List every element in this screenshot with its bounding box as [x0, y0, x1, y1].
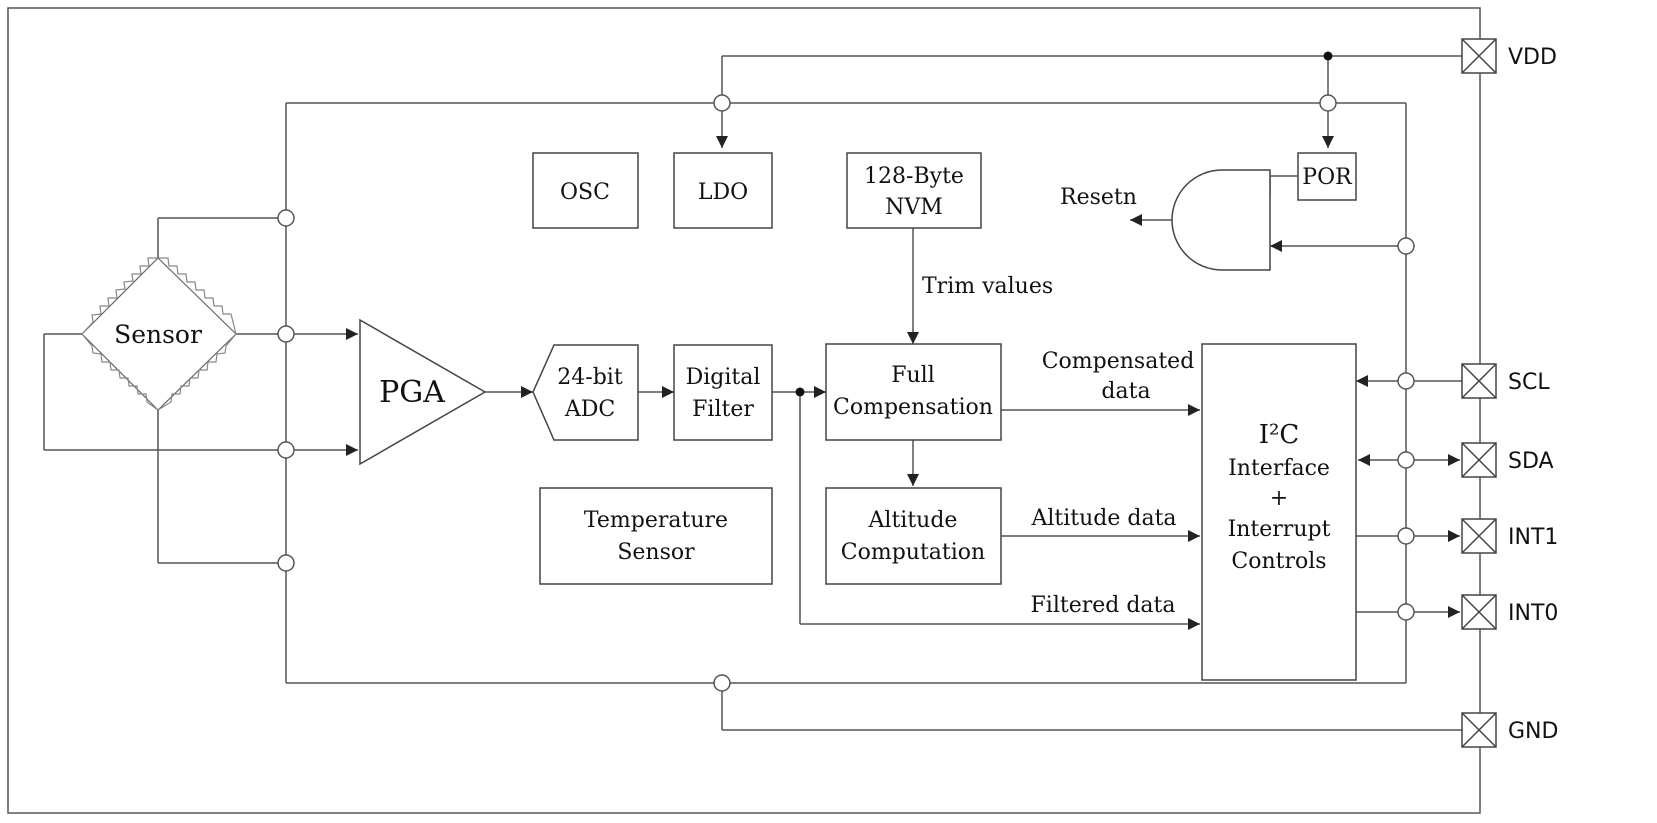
full-compensation-block: [825, 343, 1002, 441]
i2c-interface-block: [1201, 343, 1357, 681]
temperature-sensor-block: [539, 487, 773, 585]
resetn-label: Resetn: [1060, 185, 1137, 210]
full-compensation-label-line2: Compensation: [833, 395, 993, 420]
digital-filter-label-line1: Digital: [686, 365, 761, 390]
altitude-data-label: Altitude data: [1030, 506, 1176, 531]
altitude-computation-label-line2: Computation: [841, 540, 985, 565]
i2c-label-line4: Interrupt: [1228, 517, 1331, 542]
pin-sda: SDA: [1461, 442, 1554, 478]
pin-vdd-label: VDD: [1508, 45, 1557, 70]
compensated-data-label-line1: Compensated: [1042, 349, 1195, 374]
i2c-label-line2: Interface: [1228, 456, 1330, 481]
sensor-bridge: Sensor: [81, 257, 237, 411]
compensated-data-label-line2: data: [1101, 379, 1150, 404]
altitude-computation-label-line1: Altitude: [868, 508, 958, 533]
pin-int1-label: INT1: [1508, 525, 1558, 550]
osc-block: [532, 152, 639, 229]
trim-values-label: Trim values: [922, 274, 1053, 299]
por-block: [1297, 152, 1357, 201]
pga-label: PGA: [379, 375, 445, 410]
pin-vdd: VDD: [1461, 38, 1557, 74]
temperature-sensor-label-line1: Temperature: [584, 508, 728, 533]
adc-label-line2: ADC: [564, 397, 615, 422]
pin-int1: INT1: [1461, 518, 1558, 554]
adc-label-line1: 24-bit: [557, 365, 623, 390]
pin-gnd: GND: [1461, 712, 1558, 748]
osc-label: OSC: [560, 180, 610, 205]
sensor-label: Sensor: [114, 320, 202, 349]
adc-block: [532, 344, 639, 441]
pin-int0-label: INT0: [1508, 601, 1558, 626]
i2c-label-line3: +: [1270, 486, 1288, 511]
pin-gnd-label: GND: [1508, 719, 1558, 744]
nvm-label-line1: 128-Byte: [864, 164, 964, 189]
and-gate: [1171, 169, 1271, 271]
i2c-label-line1: I²C: [1259, 420, 1300, 450]
digital-filter-block: [673, 344, 773, 441]
ldo-block: [673, 152, 773, 229]
digital-filter-label-line2: Filter: [692, 397, 754, 422]
nvm-label-line2: NVM: [885, 195, 943, 220]
pin-sda-label: SDA: [1508, 449, 1554, 474]
por-label: POR: [1302, 165, 1353, 190]
junctions: [277, 51, 1415, 692]
temperature-sensor-label-line2: Sensor: [617, 540, 695, 565]
chip-outline: [7, 7, 1481, 814]
pin-scl: SCL: [1461, 363, 1550, 399]
filtered-data-label: Filtered data: [1031, 593, 1176, 618]
pin-int0: INT0: [1461, 594, 1558, 630]
pin-scl-label: SCL: [1508, 370, 1550, 395]
altitude-computation-block: [825, 487, 1002, 585]
ldo-label: LDO: [698, 180, 748, 205]
nvm-block: [846, 152, 982, 229]
pga-amplifier: [359, 318, 487, 466]
wires: [43, 55, 1462, 731]
full-compensation-label-line1: Full: [891, 363, 935, 388]
i2c-label-line5: Controls: [1231, 549, 1326, 574]
